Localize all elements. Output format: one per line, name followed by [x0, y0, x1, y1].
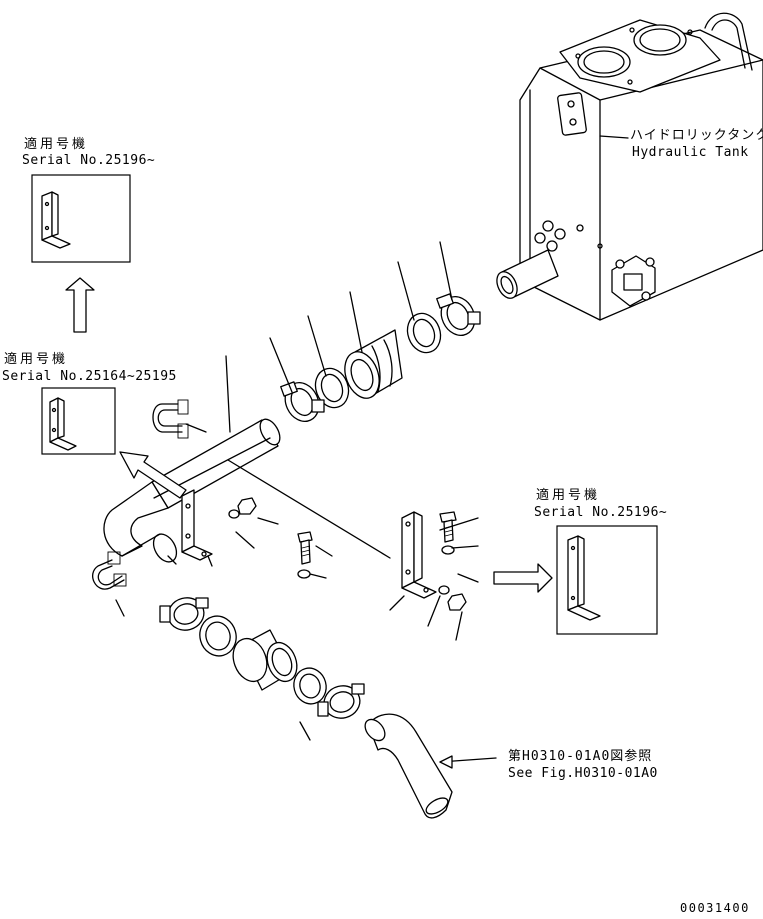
pipe-bracket [181, 489, 213, 561]
bellows-hose-upper [344, 329, 403, 399]
hydraulic-tank [496, 12, 763, 321]
arrow-up [65, 277, 95, 333]
upper-hose-assembly [280, 293, 481, 422]
u-bolt-lower [92, 551, 127, 590]
leader-arrowhead [439, 755, 453, 769]
inset-right-applicable-label: 適用号機 [536, 488, 601, 503]
arrow-right [493, 563, 553, 593]
bolt-right [439, 511, 457, 555]
bolt-left [297, 531, 313, 579]
inset-middle-serial: Serial No.25164~25195 [2, 369, 177, 384]
arrow-upper-left [119, 451, 187, 499]
inset-middle-applicable-label: 適用号機 [4, 352, 69, 367]
inset-top-applicable-label: 適用号機 [24, 137, 89, 152]
right-bracket [401, 511, 437, 599]
tank-label-en: Hydraulic Tank [632, 145, 749, 160]
tank-label-jp: ハイドロリックタンク [630, 128, 763, 143]
clamp-upper-right [436, 293, 481, 336]
inset-middle [41, 387, 116, 455]
inset-top-serial: Serial No.25196~ [22, 153, 156, 168]
figure-ref-jp: 第H0310-01A0図参照 [508, 749, 653, 764]
clamp-lower-right [317, 683, 365, 719]
nut-washer-left [228, 497, 257, 519]
bellows-hose-lower [232, 629, 298, 691]
clamp-lower-left [159, 597, 209, 631]
inset-right-serial: Serial No.25196~ [534, 505, 668, 520]
figure-ref-en: See Fig.H0310-01A0 [508, 766, 658, 781]
inset-top [31, 174, 131, 263]
drawing-number: 00031400 [680, 901, 750, 915]
tank-label-leader [599, 135, 629, 139]
bent-tube [364, 713, 453, 819]
u-bolt-upper [152, 399, 189, 439]
nut-washer-right [438, 585, 467, 611]
suction-pipe [103, 418, 281, 563]
clamp-upper-left [280, 381, 325, 422]
inset-right [556, 525, 658, 635]
lower-hose-assembly [159, 597, 365, 719]
